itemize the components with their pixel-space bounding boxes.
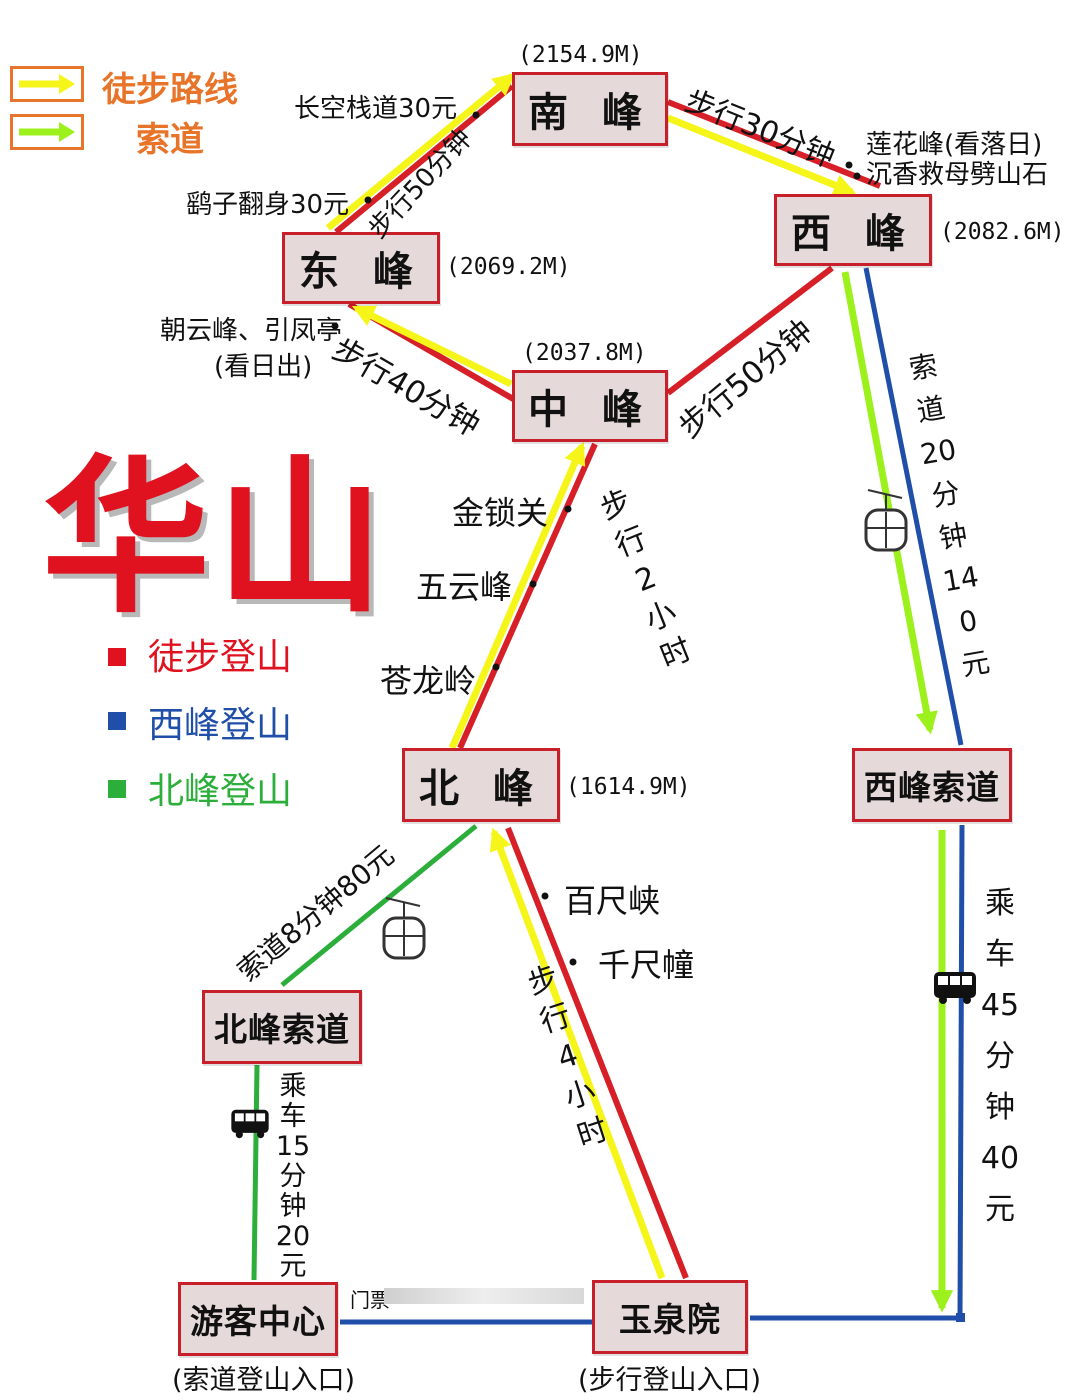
cable-car-icon xyxy=(858,488,914,562)
blue-route-cable-west xyxy=(863,267,964,746)
attraction-canglong: 苍龙岭 xyxy=(380,662,477,700)
yuquan-note: (步行登山入口) xyxy=(578,1365,762,1396)
legend-cable-label: 索道 xyxy=(136,120,204,160)
node-center-peak[interactable]: 中 峰 xyxy=(512,370,668,442)
route-north-bus: 乘车15分钟20元 xyxy=(275,1071,311,1282)
alt-west-peak: (2082.6M) xyxy=(940,219,1065,245)
green-route-cable-north xyxy=(280,824,478,987)
legend-walk-label: 徒步路线 xyxy=(102,70,238,110)
red-route-north-center xyxy=(457,442,598,750)
route-west-bus: 乘车45分钟40元 xyxy=(980,886,1020,1227)
attraction-wuyun: 五云峰 xyxy=(416,568,513,606)
gate-ticket-label: 门票 xyxy=(350,1288,390,1312)
alt-south-peak: (2154.9M) xyxy=(518,42,643,68)
legend-north-climb: 北峰登山 xyxy=(148,771,293,812)
yellow-route-yuquan-north xyxy=(489,827,666,1280)
attraction-jinsuo: 金锁关 xyxy=(452,494,549,532)
alt-north-peak: (1614.9M) xyxy=(566,774,691,800)
attraction-dots xyxy=(331,111,861,966)
attraction-qianchi: 千尺幢 xyxy=(598,946,695,984)
transfer-point xyxy=(956,1313,965,1322)
node-south-peak[interactable]: 南 峰 xyxy=(512,72,668,146)
yellow-route-center-east xyxy=(351,304,513,388)
gate-ticket-blur xyxy=(384,1288,584,1304)
node-west-peak[interactable]: 西 峰 xyxy=(774,194,932,266)
alt-center-peak: (2037.8M) xyxy=(522,340,647,366)
node-north-peak[interactable]: 北 峰 xyxy=(402,748,560,822)
red-route-center-west xyxy=(666,265,834,396)
attraction-lianhua: 莲花峰(看落日) xyxy=(866,130,1043,160)
node-visitor-center[interactable]: 游客中心 xyxy=(178,1282,338,1356)
visitor-center-note: (索道登山入口) xyxy=(172,1365,356,1396)
green-route-bus-north xyxy=(251,1064,260,1281)
bus-icon xyxy=(228,1108,272,1144)
attraction-changkong: 长空栈道30元 xyxy=(294,94,458,124)
legend-west-climb: 西峰登山 xyxy=(148,705,293,746)
legend-green-square xyxy=(108,780,126,798)
yellow-route-south-west xyxy=(666,114,857,196)
red-route-south-west xyxy=(666,99,882,189)
yellow-route-east-south xyxy=(325,73,516,231)
alt-east-peak: (2069.2M) xyxy=(446,254,571,280)
red-route-yuquan-north xyxy=(505,826,689,1280)
node-west-cableway[interactable]: 西峰索道 xyxy=(852,748,1012,822)
legend-walk-swatch xyxy=(10,66,84,102)
attraction-chenxiang: 沉香救母劈山石 xyxy=(866,160,1049,190)
yellow-route-north-center xyxy=(448,441,586,750)
legend-blue-square xyxy=(108,712,126,730)
cable-car-icon xyxy=(376,896,432,970)
node-north-cableway[interactable]: 北峰索道 xyxy=(202,990,362,1064)
attraction-kanrichu: (看日出) xyxy=(214,352,313,382)
legend-cable-swatch xyxy=(10,114,84,150)
attraction-baichi: 百尺峡 xyxy=(564,882,661,920)
blue-route-yuquan-west xyxy=(750,824,965,1321)
map-title: 华山 xyxy=(42,440,390,636)
node-east-peak[interactable]: 东 峰 xyxy=(282,232,440,304)
lime-arrow-west-cable xyxy=(841,271,938,735)
red-route-east-south xyxy=(334,83,514,235)
legend-red-square xyxy=(108,648,126,666)
node-yuquan[interactable]: 玉泉院 xyxy=(592,1280,748,1354)
attraction-yaozi: 鹞子翻身30元 xyxy=(186,190,350,220)
bus-icon xyxy=(932,970,978,1010)
attraction-chaoyun: 朝云峰、引凤亭 xyxy=(160,316,343,346)
legend-walk-climb: 徒步登山 xyxy=(148,637,293,678)
